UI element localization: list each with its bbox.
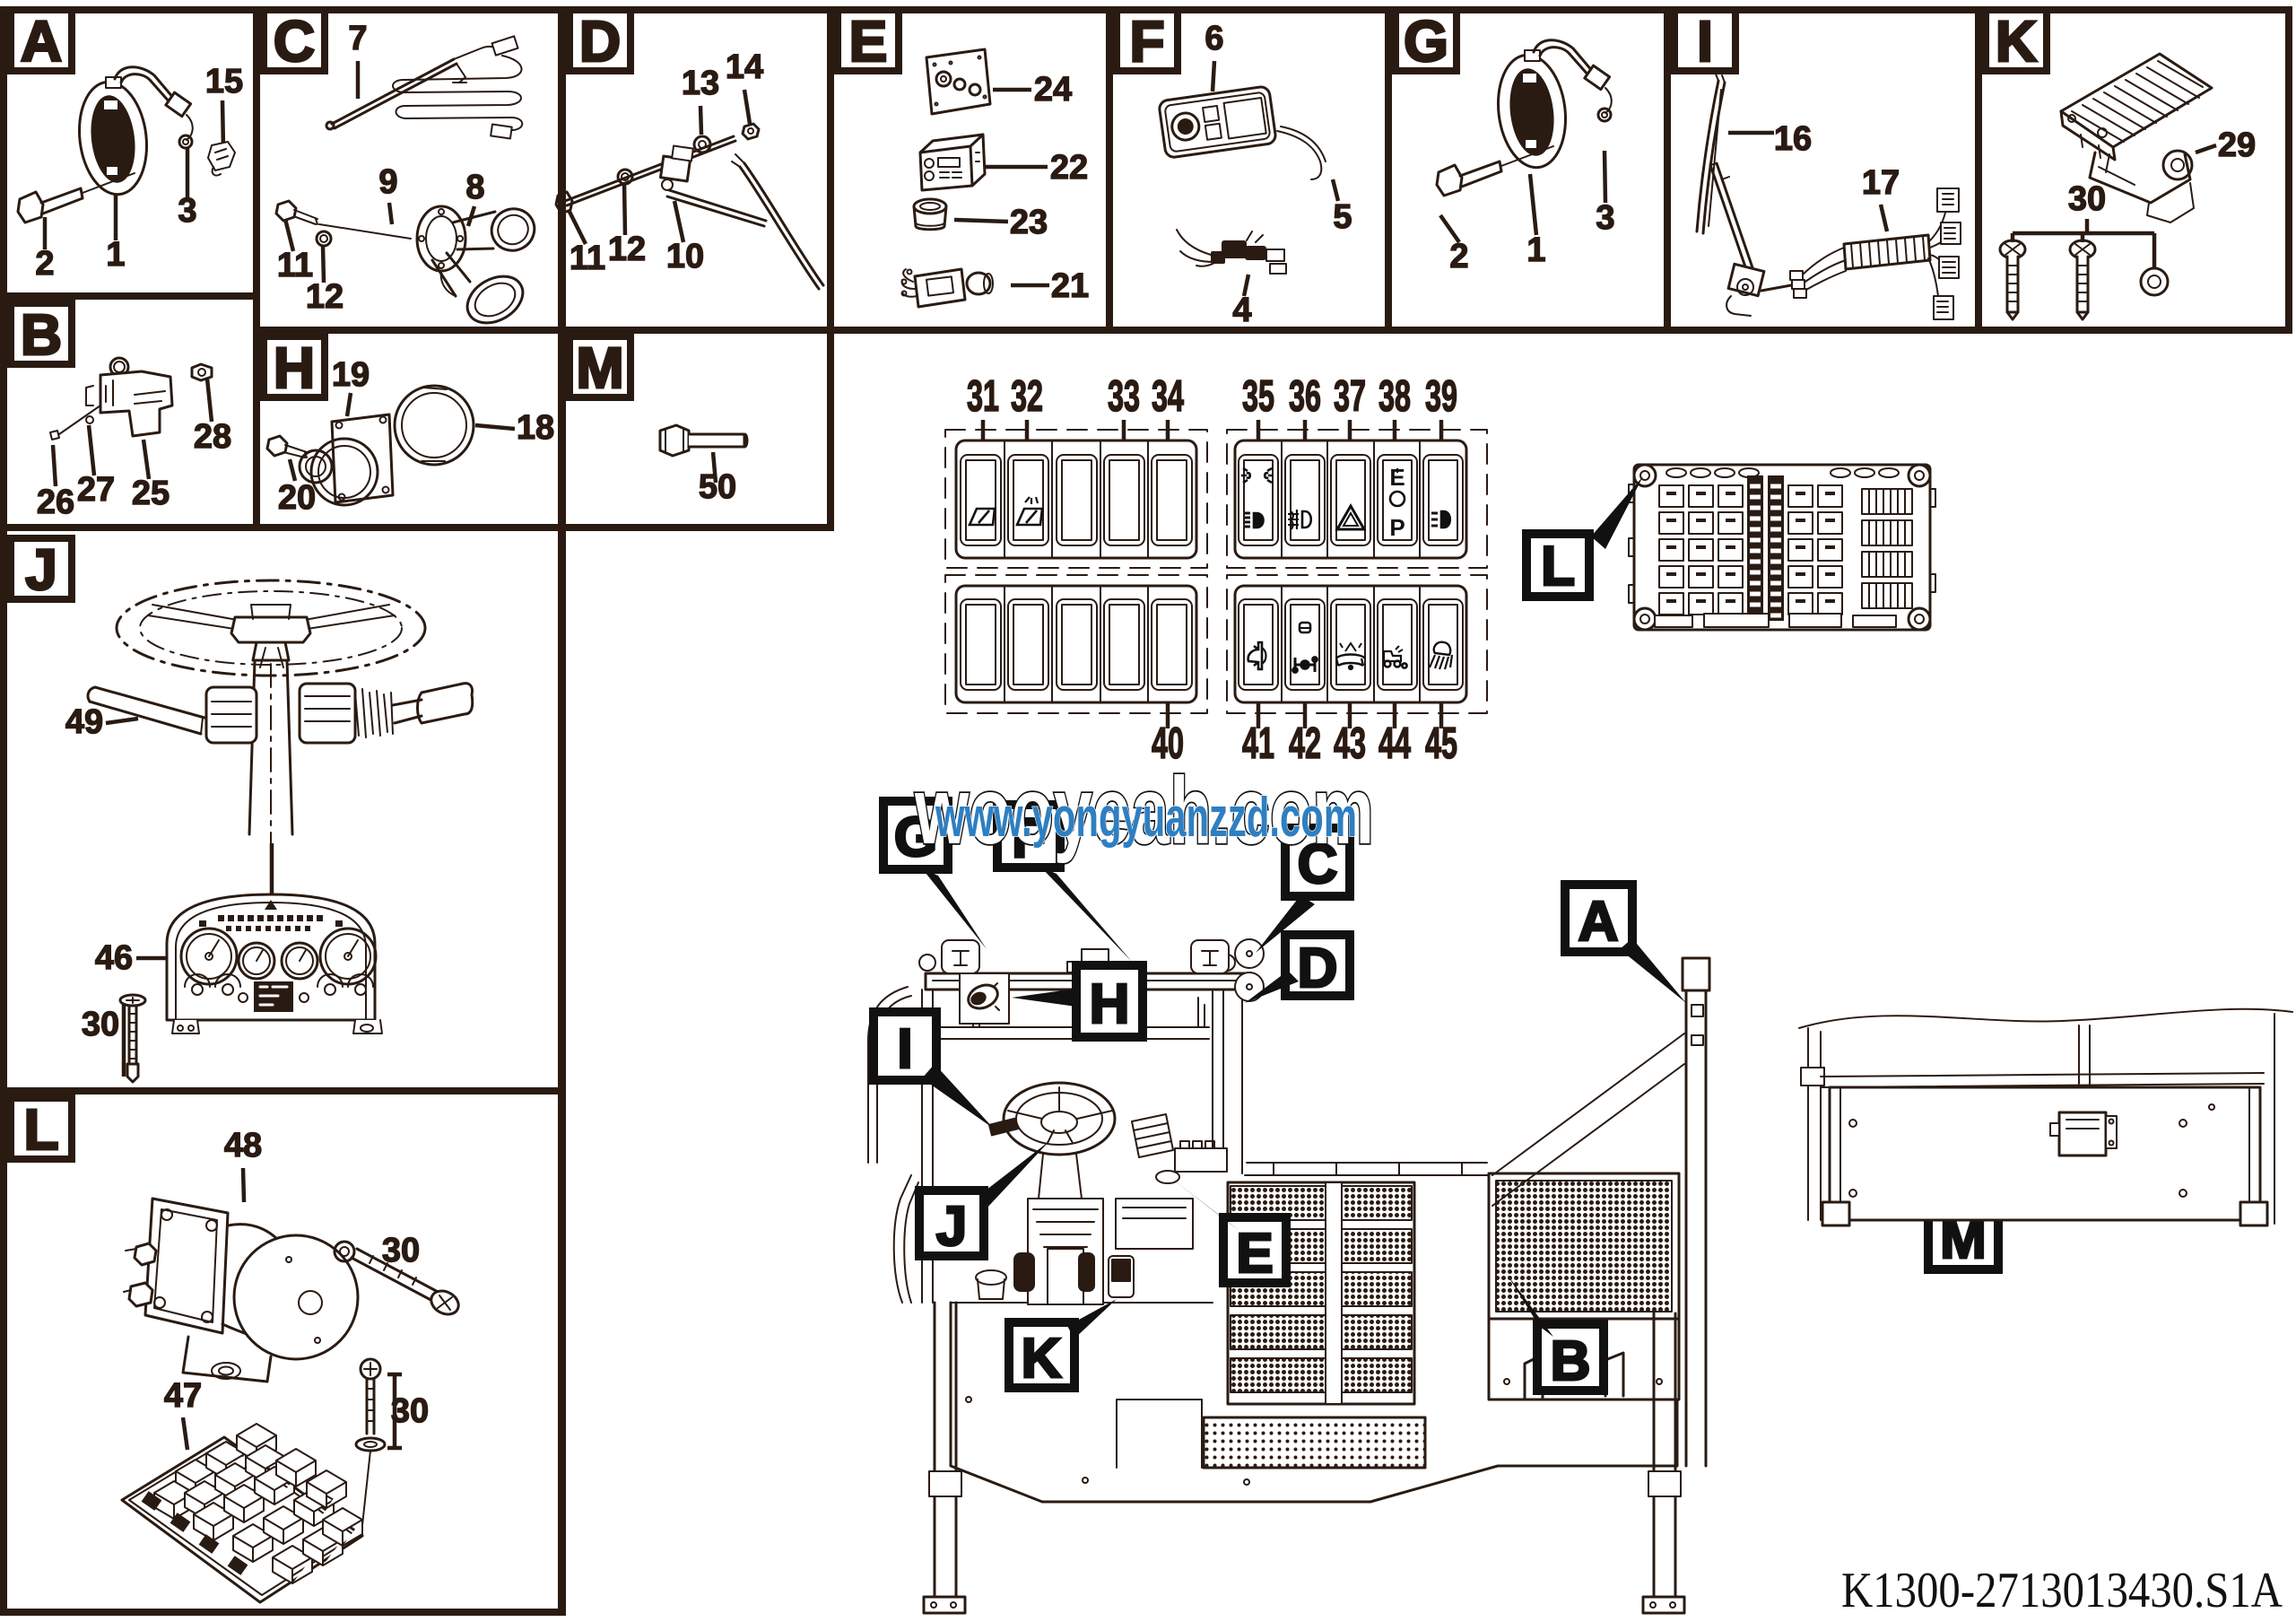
svg-text:www.yongyuanzzd.com: www.yongyuanzzd.com: [935, 787, 1357, 849]
svg-text:12: 12: [608, 231, 646, 268]
svg-text:7: 7: [348, 20, 367, 57]
svg-text:37: 37: [1334, 372, 1366, 421]
svg-text:3: 3: [178, 192, 196, 230]
svg-text:J: J: [25, 537, 57, 602]
svg-text:9: 9: [378, 163, 397, 201]
svg-text:E: E: [849, 9, 888, 74]
svg-text:2: 2: [1449, 238, 1468, 275]
svg-text:46: 46: [95, 939, 133, 977]
svg-text:23: 23: [1010, 204, 1048, 241]
svg-text:C: C: [274, 9, 315, 74]
svg-text:4: 4: [1232, 292, 1251, 329]
svg-text:36: 36: [1289, 372, 1321, 421]
svg-text:H: H: [274, 336, 315, 400]
svg-text:26: 26: [37, 484, 74, 521]
svg-text:F: F: [1012, 807, 1046, 869]
svg-text:2: 2: [35, 245, 54, 283]
svg-text:1: 1: [1526, 231, 1545, 269]
svg-text:D: D: [1298, 937, 1338, 999]
svg-text:32: 32: [1011, 372, 1043, 421]
svg-text:25: 25: [132, 475, 170, 512]
svg-text:11: 11: [277, 247, 313, 284]
svg-text:16: 16: [1774, 120, 1812, 158]
svg-text:13: 13: [682, 65, 719, 102]
svg-text:17: 17: [1862, 164, 1900, 202]
svg-text:33: 33: [1108, 372, 1140, 421]
svg-text:30: 30: [2068, 180, 2106, 218]
svg-text:5: 5: [1333, 198, 1352, 236]
svg-text:39: 39: [1425, 372, 1457, 421]
svg-text:wooyeah.com: wooyeah.com: [914, 758, 1374, 864]
svg-text:30: 30: [82, 1006, 119, 1043]
svg-text:34: 34: [1152, 372, 1184, 421]
svg-text:A: A: [1578, 891, 1619, 953]
svg-text:38: 38: [1378, 372, 1411, 421]
svg-text:A: A: [21, 9, 62, 74]
svg-text:15: 15: [205, 63, 243, 100]
svg-text:B: B: [1551, 1330, 1591, 1392]
svg-text:22: 22: [1050, 149, 1088, 187]
svg-text:K1300-2713013430.S1A: K1300-2713013430.S1A: [1841, 1563, 2283, 1618]
svg-text:11: 11: [570, 240, 605, 277]
svg-text:49: 49: [65, 703, 103, 741]
svg-text:50: 50: [699, 468, 736, 506]
svg-text:42: 42: [1289, 719, 1321, 768]
svg-text:I: I: [897, 1018, 912, 1080]
svg-text:18: 18: [517, 409, 554, 447]
svg-text:48: 48: [224, 1127, 262, 1164]
svg-text:12: 12: [306, 278, 344, 316]
svg-text:J: J: [936, 1196, 967, 1258]
svg-text:L: L: [1541, 536, 1575, 597]
svg-text:3: 3: [1596, 199, 1614, 237]
svg-text:E: E: [1389, 464, 1405, 491]
svg-text:14: 14: [726, 48, 763, 86]
svg-text:C: C: [1298, 833, 1338, 895]
svg-text:K: K: [1022, 1328, 1062, 1390]
svg-text:G: G: [894, 807, 937, 868]
svg-text:D: D: [579, 9, 621, 74]
svg-text:6: 6: [1205, 20, 1223, 57]
svg-text:19: 19: [332, 356, 370, 394]
svg-text:31: 31: [967, 372, 999, 421]
svg-text:M: M: [576, 336, 623, 400]
svg-text:L: L: [23, 1097, 58, 1162]
svg-text:E: E: [1236, 1223, 1273, 1285]
svg-text:21: 21: [1051, 267, 1089, 305]
svg-text:F: F: [1129, 9, 1164, 74]
svg-text:I: I: [1697, 9, 1713, 74]
svg-text:K: K: [1996, 9, 2037, 74]
svg-text:20: 20: [278, 479, 316, 517]
svg-text:28: 28: [194, 418, 231, 456]
svg-text:8: 8: [465, 169, 484, 206]
svg-text:G: G: [1404, 9, 1448, 74]
svg-text:P: P: [1389, 514, 1405, 541]
svg-text:27: 27: [77, 471, 115, 509]
svg-text:30: 30: [391, 1392, 429, 1430]
svg-text:47: 47: [164, 1377, 202, 1415]
svg-text:10: 10: [666, 238, 704, 275]
svg-text:B: B: [21, 302, 62, 367]
svg-text:24: 24: [1034, 71, 1072, 109]
svg-text:H: H: [1090, 973, 1130, 1035]
svg-text:1: 1: [106, 236, 125, 274]
svg-text:29: 29: [2218, 126, 2256, 164]
svg-text:35: 35: [1242, 372, 1274, 421]
